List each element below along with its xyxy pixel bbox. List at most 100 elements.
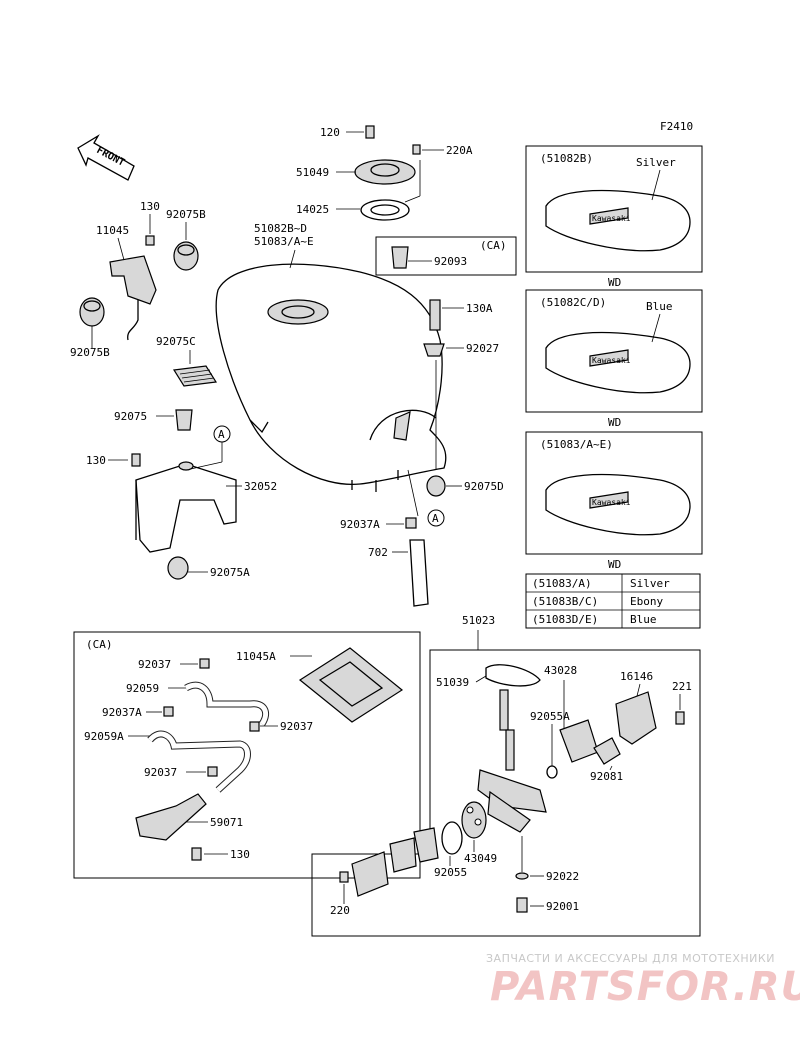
label-11045A: 11045A (236, 650, 276, 663)
watermark-logo: PARTSFOR.RU (490, 964, 800, 1010)
variant-1-brand: Kawasaki (592, 214, 631, 223)
table-row-2-code: (51083B/C) (532, 595, 598, 608)
table-row-1-code: (51083/A) (532, 577, 592, 590)
variant-3-code: (51083/A~E) (540, 438, 613, 451)
bracket-32052 (135, 461, 237, 553)
variant-3-mark: WD (608, 558, 621, 571)
washer-92022 (515, 872, 529, 880)
label-92037-3: 92037 (144, 766, 177, 779)
collar-92027 (423, 343, 445, 357)
spring-92081 (593, 737, 621, 765)
label-A1: A (218, 428, 225, 441)
label-92037-1: 92037 (138, 658, 171, 671)
label-92055A: 92055A (530, 710, 570, 723)
seal-43049 (461, 801, 487, 839)
front-label: FRONT (95, 145, 127, 169)
label-92075: 92075 (114, 410, 147, 423)
label-92075A: 92075A (210, 566, 250, 579)
damper-92075A (167, 556, 189, 580)
label-14025: 14025 (296, 203, 329, 216)
variant-2-color: Blue (646, 300, 673, 313)
table-row-3-color: Blue (630, 613, 657, 626)
table-row-3-code: (51083D/E) (532, 613, 598, 626)
label-ca-top: (CA) (480, 239, 507, 252)
bracket-11045A (298, 647, 404, 723)
variant-2-code: (51082C/D) (540, 296, 606, 309)
label-51082: 51082B~D (254, 222, 307, 235)
cover-16146 (615, 691, 657, 745)
variant-3-brand: Kawasaki (592, 498, 631, 507)
variant-1-code: (51082B) (540, 152, 593, 165)
label-51049: 51049 (296, 166, 329, 179)
variant-panel-3: (51083/A~E) Kawasaki (525, 431, 703, 555)
variant-1-mark: WD (608, 276, 621, 289)
label-120: 120 (320, 126, 340, 139)
rubber-damper-92075B-left (79, 297, 105, 327)
label-92059: 92059 (126, 682, 159, 695)
bolt-130A (429, 299, 441, 331)
label-92075D: 92075D (464, 480, 504, 493)
fuel-cap-assembly (354, 125, 517, 276)
label-A2: A (432, 512, 439, 525)
variant-2-mark: WD (608, 416, 621, 429)
variant-1-color: Silver (636, 156, 676, 169)
label-51083: 51083/A~E (254, 235, 314, 248)
figure-code: F2410 (660, 120, 693, 133)
grommet-92075 (175, 409, 193, 431)
damper-92075D (426, 475, 446, 497)
label-92037A-main: 92037A (340, 518, 380, 531)
rubber-damper-92075B-top (173, 241, 199, 271)
label-32052: 32052 (244, 480, 277, 493)
gasket-a (413, 827, 439, 863)
label-16146: 16146 (620, 670, 653, 683)
label-92075C: 92075C (156, 335, 196, 348)
bracket-11045 (109, 235, 157, 341)
ref-A2 (427, 509, 445, 527)
label-92081: 92081 (590, 770, 623, 783)
label-43028: 43028 (544, 664, 577, 677)
clamp-92037A (405, 517, 417, 529)
variant-panel-1: (51082B) Silver Kawasaki (525, 145, 703, 273)
bracket-59071 (135, 793, 207, 841)
label-220A: 220A (446, 144, 473, 157)
plate-c (351, 851, 389, 897)
fuel-cock-body (477, 689, 547, 833)
label-702: 702 (368, 546, 388, 559)
label-92075B-top: 92075B (166, 208, 206, 221)
table-row-2-color: Ebony (630, 595, 663, 608)
table-row-1-color: Silver (630, 577, 670, 590)
label-92027: 92027 (466, 342, 499, 355)
label-11045: 11045 (96, 224, 129, 237)
bolt-130-mid (131, 453, 141, 467)
plate-43028 (559, 719, 599, 763)
label-92022: 92022 (546, 870, 579, 883)
front-arrow-icon: FRONT (77, 134, 135, 181)
label-92055: 92055 (434, 866, 467, 879)
label-130-mid: 130 (86, 454, 106, 467)
hose-702 (409, 539, 429, 607)
variant-2-brand: Kawasaki (592, 356, 631, 365)
label-92059A: 92059A (84, 730, 124, 743)
label-51023: 51023 (462, 614, 495, 627)
label-130A: 130A (466, 302, 493, 315)
variant-panel-2: (51082C/D) Blue Kawasaki (525, 289, 703, 413)
ca-box (73, 631, 421, 879)
oring-92055 (441, 821, 463, 855)
label-92037A-ca: 92037A (102, 706, 142, 719)
label-92093: 92093 (434, 255, 467, 268)
label-92001: 92001 (546, 900, 579, 913)
label-59071: 59071 (210, 816, 243, 829)
gasket-b (389, 837, 417, 873)
watermark-line1: ЗАПЧАСТИ И АКСЕССУАРЫ ДЛЯ МОТОТЕХНИКИ (486, 952, 775, 965)
label-130-top: 130 (140, 200, 160, 213)
filter-51039 (485, 664, 541, 687)
label-ca-bottom: (CA) (86, 638, 113, 651)
label-221: 221 (672, 680, 692, 693)
label-130-bottom: 130 (230, 848, 250, 861)
fuel-tank (215, 263, 447, 492)
label-51039: 51039 (436, 676, 469, 689)
label-43049: 43049 (464, 852, 497, 865)
label-220: 220 (330, 904, 350, 917)
